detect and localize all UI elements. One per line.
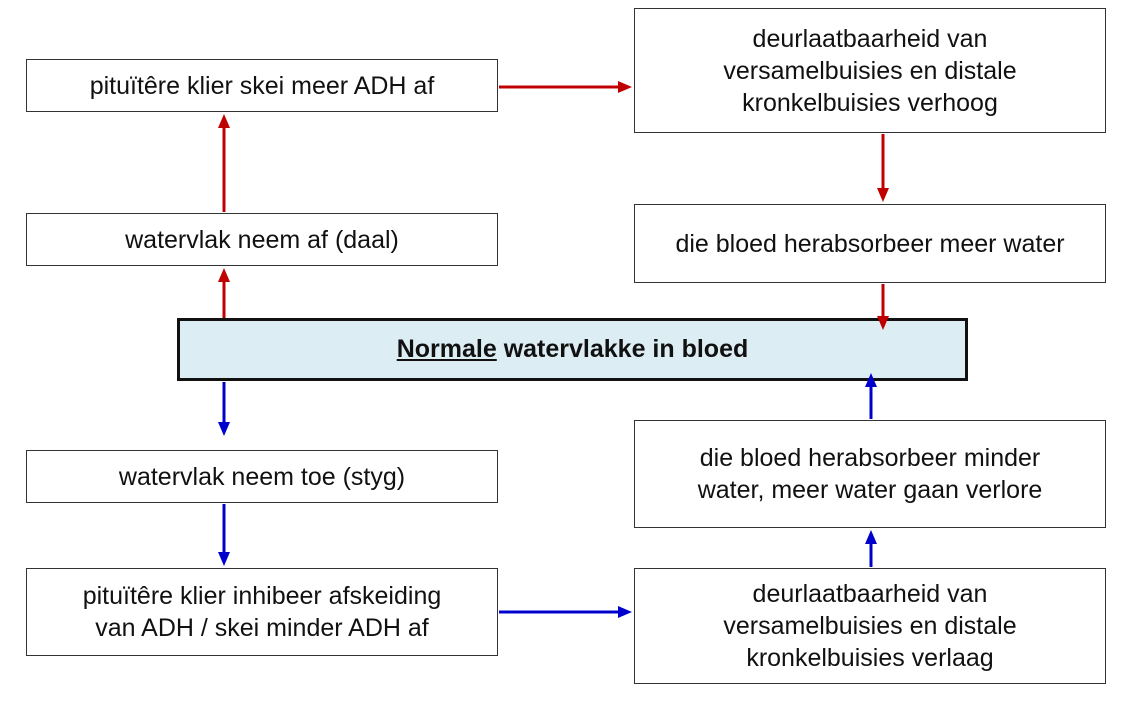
center-title-underlined: Normale [396, 335, 497, 363]
permeability-increases-box: deurlaatbaarheid van versamelbuisies en … [634, 8, 1106, 133]
box-text-line: van ADH / skei minder ADH af [95, 614, 429, 642]
arrow-water-down-to-pituitary-head [218, 114, 230, 128]
arrow-water-up-to-pituitary-inhibit-head [218, 552, 230, 566]
arrow-permeability-up-to-reabsorb-more-head [877, 188, 889, 202]
box-text-line: versamelbuisies en distale [723, 612, 1017, 640]
box-text-line: water, meer water gaan verlore [697, 476, 1043, 504]
box-text-line: deurlaatbaarheid van [752, 24, 988, 53]
normal-water-levels-box: Normale watervlakke in bloed [177, 318, 968, 381]
box-text-line: pituïtêre klier inhibeer afskeiding [82, 582, 442, 610]
arrow-pituitary-inhibit-to-permeability-down-head [618, 606, 632, 618]
blood-reabsorbs-more-water-box: die bloed herabsorbeer meer water [634, 204, 1106, 283]
box-text-line: versamelbuisies en distale [723, 56, 1017, 85]
arrow-permeability-down-to-reabsorb-less-head [865, 530, 877, 544]
blood-reabsorbs-less-water-box: die bloed herabsorbeer minder water, mee… [634, 420, 1106, 528]
arrow-reabsorb-less-to-center-head [865, 373, 877, 387]
box-text: watervlak neem af (daal) [125, 225, 399, 254]
arrow-center-to-water-up-head [218, 422, 230, 436]
box-text-line: kronkelbuisies verlaag [746, 644, 994, 672]
water-level-decreases-box: watervlak neem af (daal) [26, 213, 498, 266]
pituitary-secretes-more-adh-box: pituïtêre klier skei meer ADH af [26, 59, 498, 112]
box-text-line: die bloed herabsorbeer minder [699, 444, 1041, 472]
arrow-center-to-water-down-head [218, 268, 230, 282]
arrow-pituitary-to-permeability-up-head [618, 81, 632, 93]
box-text-line: kronkelbuisies verhoog [742, 88, 998, 117]
arrow-reabsorb-more-to-center-head [877, 316, 889, 330]
water-level-increases-box: watervlak neem toe (styg) [26, 450, 498, 503]
center-title-rest: watervlakke in bloed [496, 335, 749, 363]
box-text: pituïtêre klier skei meer ADH af [89, 71, 435, 100]
box-text: die bloed herabsorbeer meer water [675, 229, 1065, 258]
permeability-decreases-box: deurlaatbaarheid van versamelbuisies en … [634, 568, 1106, 684]
pituitary-inhibits-adh-box: pituïtêre klier inhibeer afskeiding van … [26, 568, 498, 656]
box-text-line: deurlaatbaarheid van [752, 580, 988, 608]
box-text: watervlak neem toe (styg) [118, 462, 406, 491]
